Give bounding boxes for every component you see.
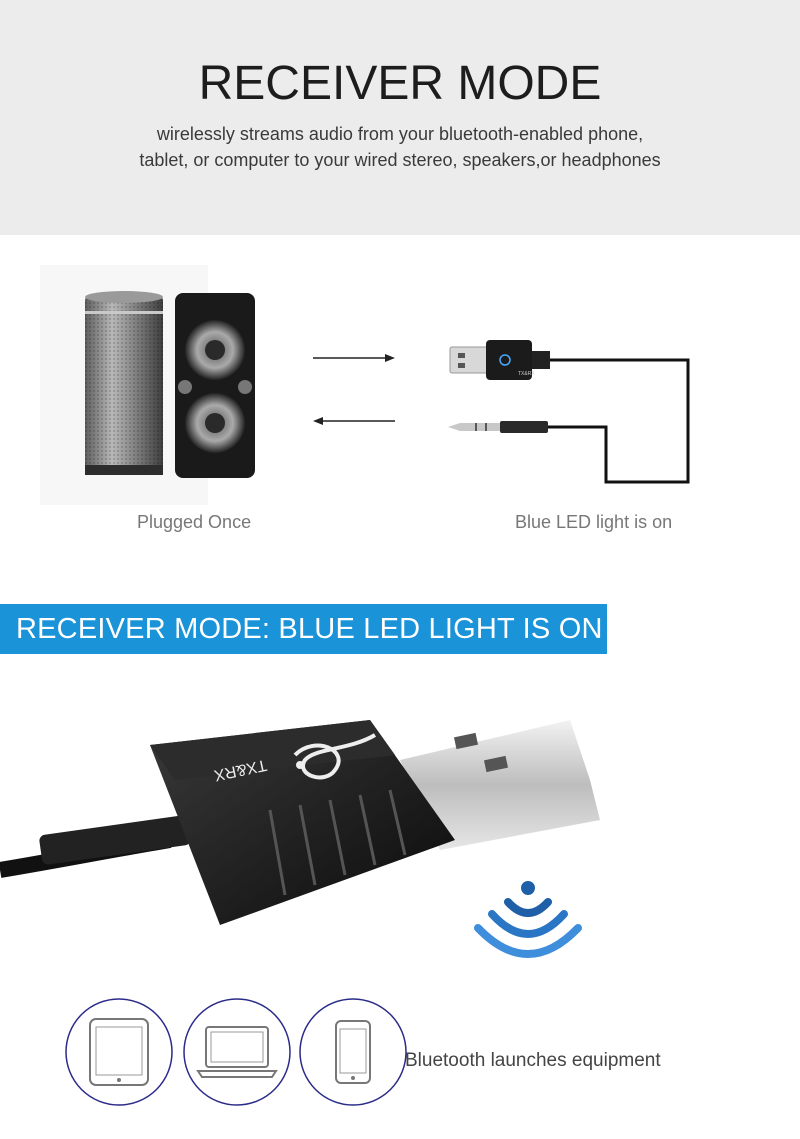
mode-banner-text: RECEIVER MODE: BLUE LED LIGHT IS ON: [16, 613, 603, 645]
arrow-left-icon: [313, 417, 395, 425]
page-title: RECEIVER MODE: [198, 57, 602, 110]
laptop-icon: [183, 998, 291, 1106]
product-closeup-image: TX&RX: [0, 720, 600, 925]
wireless-signal-icon: [474, 881, 582, 958]
header-section: RECEIVER MODE wirelessly streams audio f…: [0, 0, 800, 235]
subtitle-line-2: tablet, or computer to your wired stereo…: [139, 150, 661, 170]
connection-diagram: TX&RX Plugged Once Blue LED light is on: [0, 235, 800, 575]
left-caption: Plugged Once: [137, 512, 252, 532]
subtitle-line-1: wirelessly streams audio from your bluet…: [156, 124, 644, 144]
tablet-icon: [65, 998, 173, 1106]
arrow-right-icon: [313, 354, 395, 362]
adapter-label: TX&RX: [518, 371, 535, 377]
page-subtitle: wirelessly streams audio from your bluet…: [0, 121, 800, 173]
usb-adapter-image: TX&RX: [448, 340, 690, 484]
devices-label: Bluetooth launches equipment: [405, 1050, 661, 1071]
mode-banner: RECEIVER MODE: BLUE LED LIGHT IS ON: [0, 604, 607, 654]
right-caption: Blue LED light is on: [515, 512, 673, 532]
speakers-image: [40, 265, 255, 505]
phone-icon: [299, 998, 407, 1106]
